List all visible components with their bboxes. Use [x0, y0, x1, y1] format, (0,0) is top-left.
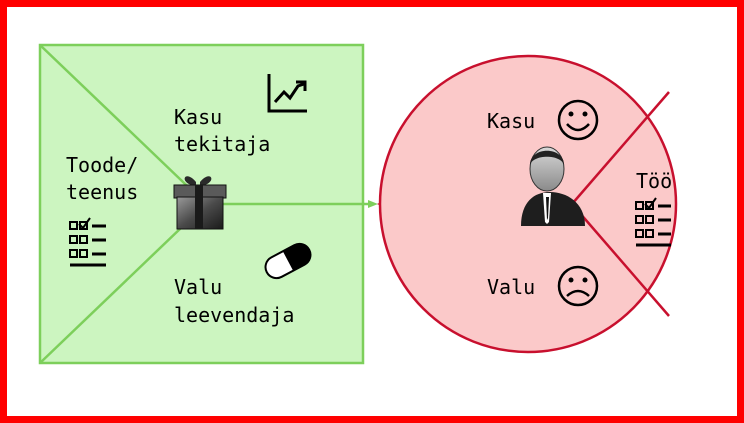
- checklist-icon: [69, 217, 106, 267]
- checklist-icon: [635, 197, 671, 247]
- gain-creators-line-2: tekitaja: [174, 132, 270, 156]
- pains-label: Valu: [487, 275, 535, 299]
- products-services-line-2: teenus: [66, 180, 138, 204]
- pain-relievers-line-1: Valu: [174, 275, 222, 299]
- value-map-divider-top: [39, 44, 207, 205]
- pill-icon: [264, 242, 312, 280]
- products-services-line-1: Toode/: [66, 153, 138, 177]
- gain-creators-label: Kasu tekitaja: [174, 105, 270, 156]
- growth-chart-icon: [267, 74, 307, 113]
- value-map-divider-bottom: [39, 203, 207, 364]
- customer-profile: Kasu Töö: [378, 54, 678, 354]
- customer-profile-divider-bottom: [571, 203, 670, 317]
- sad-face-icon: [557, 265, 599, 307]
- gains-label: Kasu: [487, 109, 535, 133]
- person-icon: [521, 146, 585, 226]
- fit-arrow-green-head: [368, 200, 378, 208]
- value-map: Kasu tekitaja Toode/ teenus: [38, 43, 372, 365]
- jobs-label: Töö: [636, 169, 672, 193]
- products-services-label: Toode/ teenus: [66, 153, 150, 204]
- gift-box-icon: [173, 176, 227, 230]
- customer-profile-divider-top: [571, 91, 670, 205]
- smiley-icon: [557, 99, 599, 141]
- pain-relievers-line-2: leevendaja: [174, 303, 294, 327]
- pain-relievers-label: Valu leevendaja: [174, 275, 294, 327]
- gain-creators-line-1: Kasu: [174, 105, 222, 129]
